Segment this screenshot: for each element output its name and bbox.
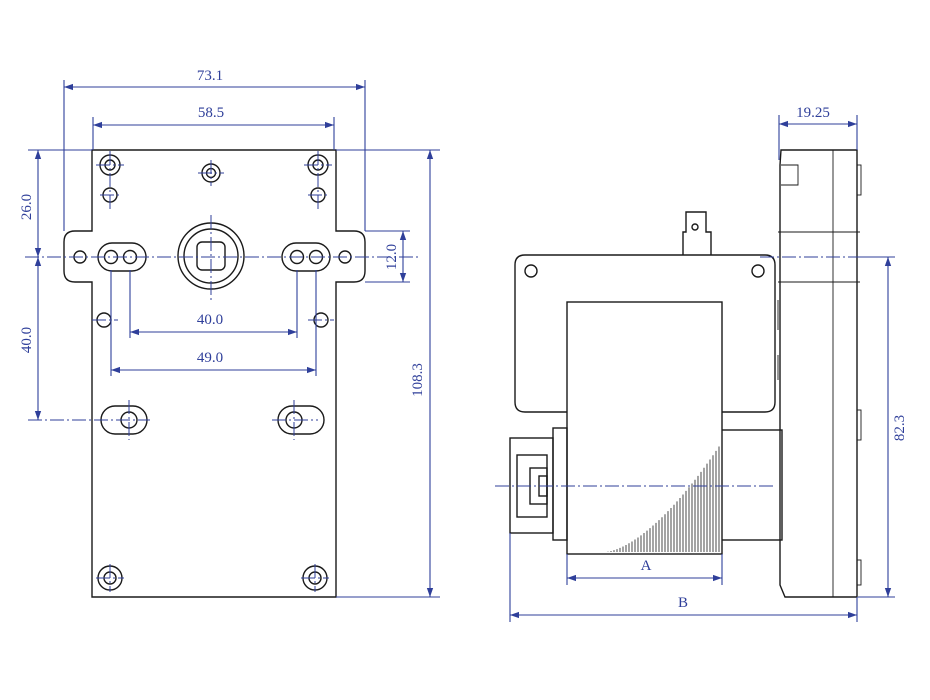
dim-upper-offset-label: 26.0: [19, 194, 35, 220]
winding-hatch: [607, 446, 720, 552]
dim-tab-height-label: 12.0: [384, 244, 400, 270]
front-extension-lines: [28, 80, 440, 598]
motor-coil: [566, 301, 723, 555]
gearbox-housing: [779, 149, 858, 598]
front-centerlines: [25, 151, 420, 592]
dim-b-label: B: [678, 595, 688, 611]
dim-hole-span-1-label: 40.0: [197, 312, 223, 328]
side-dimension-lines: [510, 120, 892, 619]
dim-inner-width-label: 58.5: [198, 105, 224, 121]
dim-a-label: A: [641, 558, 652, 574]
side-extension-lines: [509, 115, 895, 622]
front-plate-outline: [63, 149, 366, 598]
dim-hole-span-2-label: 49.0: [197, 350, 223, 366]
shaft-tube: [719, 429, 783, 541]
dim-side-height-label: 82.3: [892, 415, 908, 441]
front-dimension-lines: [34, 83, 434, 597]
mounting-holes: [73, 154, 352, 591]
dim-overall-width-label: 73.1: [197, 68, 223, 84]
side-view: 19.25 82.3 A B: [495, 105, 908, 622]
dim-flange-thickness-label: 19.25: [796, 105, 830, 121]
dim-overall-height-label: 108.3: [410, 363, 426, 397]
dim-lower-offset-label: 40.0: [19, 327, 35, 353]
terminal-lug: [682, 211, 712, 255]
front-view: 73.1 58.5 40.0 49.0 26.0 40.0 108.3 12.0: [19, 68, 440, 598]
